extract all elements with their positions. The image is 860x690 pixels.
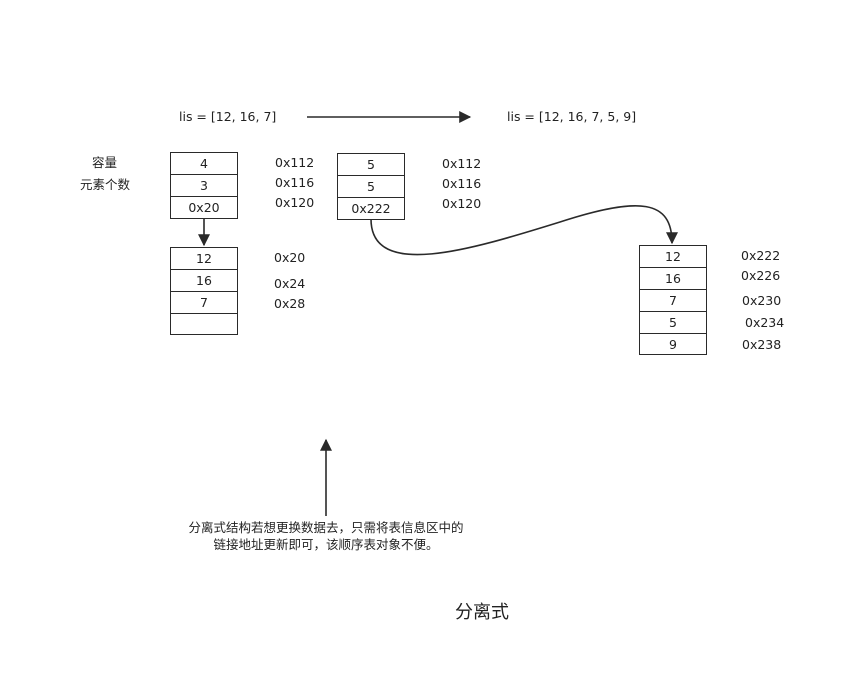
old-data-addr-1: 0x20 — [274, 250, 306, 265]
count-label: 元素个数 — [80, 177, 131, 192]
old-data-cell-2: 16 — [170, 269, 238, 292]
old-info-link-cell: 0x20 — [170, 196, 238, 219]
list-before-text: lis = [12, 16, 7] — [179, 109, 277, 124]
new-info-addr-1: 0x112 — [442, 156, 482, 171]
new-info-count-cell: 5 — [337, 175, 405, 198]
new-info-addr-2: 0x116 — [442, 176, 482, 191]
new-info-link-cell: 0x222 — [337, 197, 405, 220]
new-info-addr-3: 0x120 — [442, 196, 482, 211]
new-data-addr-1: 0x222 — [741, 248, 781, 263]
old-data-addr-2: 0x24 — [274, 276, 306, 291]
old-data-cell-3: 7 — [170, 291, 238, 314]
note-line-2: 链接地址更新即可，该顺序表对象不便。 — [213, 537, 439, 552]
old-data-addr-3: 0x28 — [274, 296, 306, 311]
new-info-capacity-cell: 5 — [337, 153, 405, 176]
new-data-cell-2: 16 — [639, 267, 707, 290]
old-info-addr-3: 0x120 — [275, 195, 315, 210]
old-data-cell-1: 12 — [170, 247, 238, 270]
pointer-arrow-new — [370, 205, 678, 256]
new-data-addr-5: 0x238 — [742, 337, 782, 352]
new-data-cell-3: 7 — [639, 289, 707, 312]
new-data-addr-2: 0x226 — [741, 268, 781, 283]
diagram-title: 分离式 — [455, 602, 509, 623]
old-info-addr-2: 0x116 — [275, 175, 315, 190]
new-data-cell-4: 5 — [639, 311, 707, 334]
old-info-count-cell: 3 — [170, 174, 238, 197]
new-data-addr-4: 0x234 — [745, 315, 785, 330]
old-info-addr-1: 0x112 — [275, 155, 315, 170]
capacity-label: 容量 — [92, 155, 118, 170]
note-line-1: 分离式结构若想更换数据去，只需将表信息区中的 — [188, 520, 464, 535]
old-info-capacity-cell: 4 — [170, 152, 238, 175]
new-data-cell-5: 9 — [639, 333, 707, 355]
new-data-addr-3: 0x230 — [742, 293, 782, 308]
list-after-text: lis = [12, 16, 7, 5, 9] — [507, 109, 637, 124]
new-data-cell-1: 12 — [639, 245, 707, 268]
old-data-cell-empty — [170, 313, 238, 335]
